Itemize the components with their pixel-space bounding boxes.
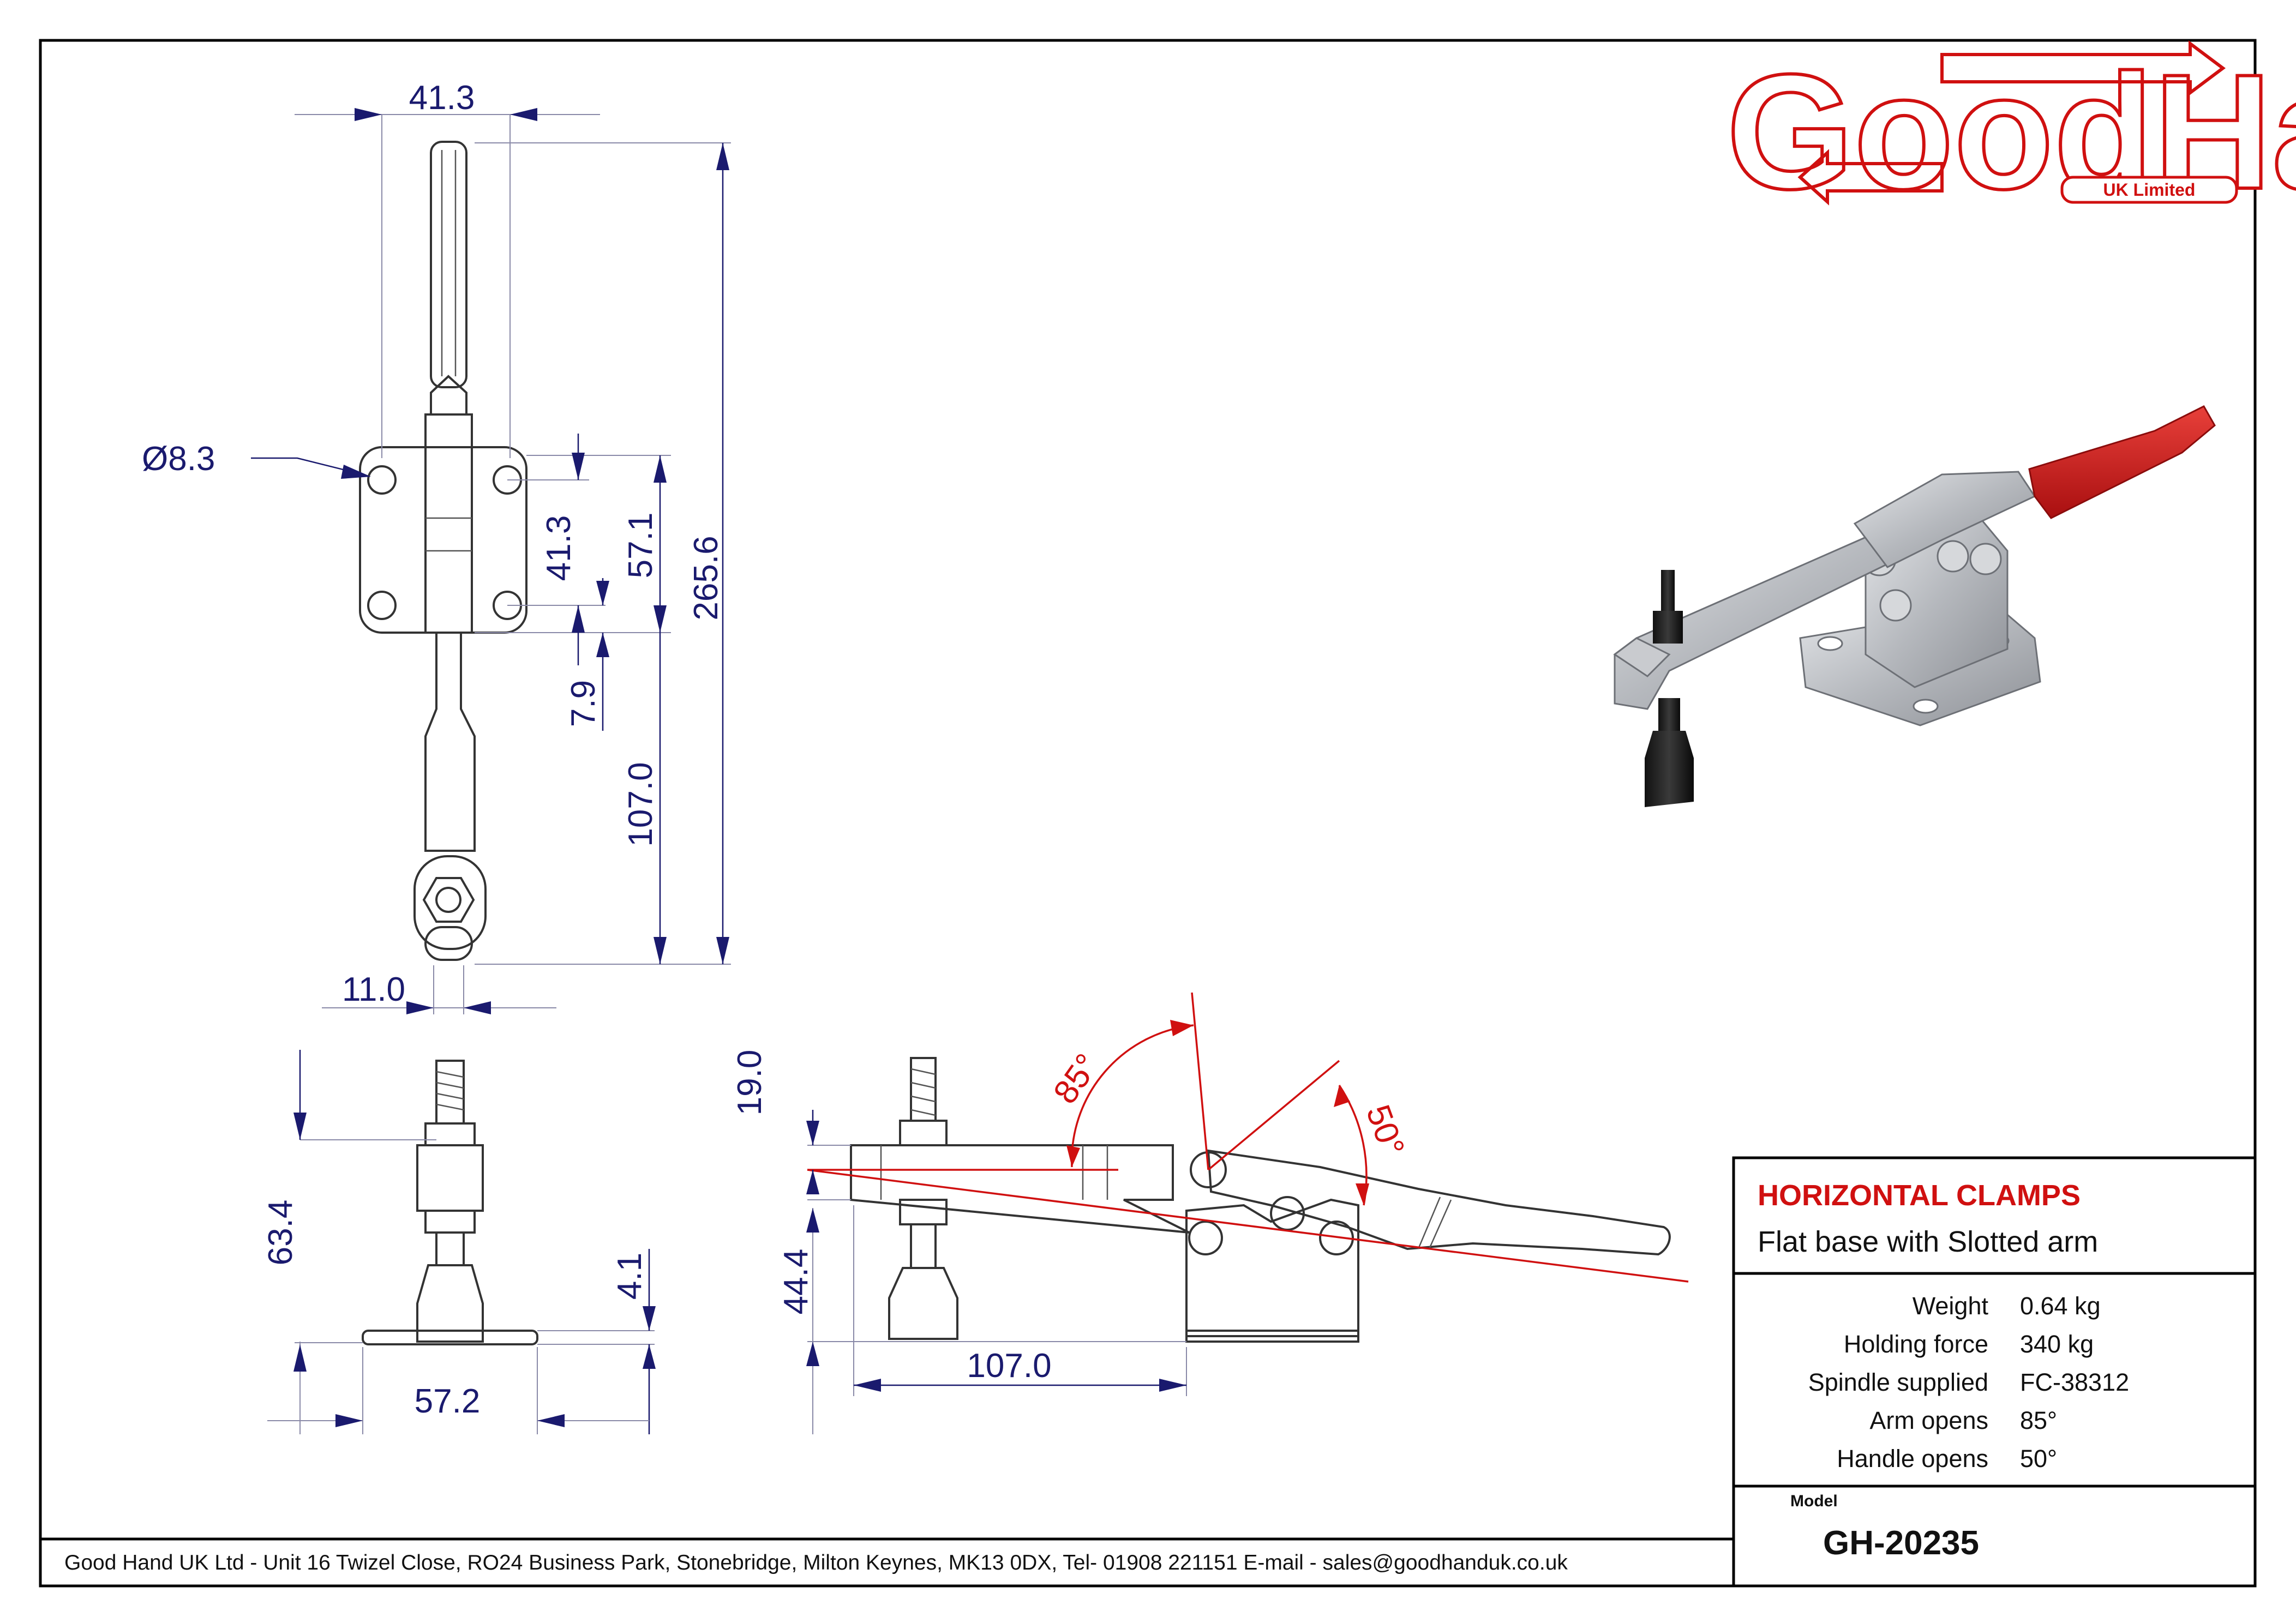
spec-value: 0.64 kg bbox=[2020, 1292, 2101, 1320]
spec-value: FC-38312 bbox=[2020, 1368, 2129, 1396]
title-block: HORIZONTAL CLAMPS Flat base with Slotted… bbox=[1732, 1156, 2257, 1588]
top-view: 41.3 Ø8.3 265.6 57.1 41.3 7.9 bbox=[142, 79, 731, 1014]
front-view: 63.4 4.1 57.2 bbox=[262, 1050, 656, 1434]
dim-arm-height: 19.0 bbox=[731, 1050, 769, 1116]
product-category-title: HORIZONTAL CLAMPS bbox=[1758, 1179, 2081, 1212]
angle-arm: 85° bbox=[1046, 1047, 1106, 1110]
dim-hole-diameter: Ø8.3 bbox=[142, 440, 215, 478]
side-view: 85° 50° 19.0 44.4 107.0 bbox=[731, 992, 1689, 1434]
mount-hole bbox=[367, 591, 397, 620]
dim-base-thickness: 4.1 bbox=[611, 1253, 649, 1300]
dim-overall-length: 265.6 bbox=[687, 536, 725, 620]
model-label: Model bbox=[1790, 1492, 1838, 1510]
dim-tip-width: 11.0 bbox=[342, 971, 405, 1008]
product-render bbox=[1613, 405, 2216, 807]
dim-spindle-height: 63.4 bbox=[262, 1200, 299, 1266]
company-address: Good Hand UK Ltd - Unit 16 Twizel Close,… bbox=[64, 1551, 1568, 1574]
dim-offset: 7.9 bbox=[565, 680, 602, 727]
mount-hole bbox=[367, 465, 397, 495]
spec-label: Weight bbox=[1913, 1292, 1989, 1320]
angle-handle: 50° bbox=[1359, 1100, 1412, 1161]
spec-value: 50° bbox=[2020, 1445, 2057, 1472]
dim-top-width: 41.3 bbox=[409, 79, 475, 117]
spec-label: Handle opens bbox=[1837, 1445, 1988, 1472]
dim-hole-spacing: 41.3 bbox=[540, 515, 578, 581]
dim-reach: 107.0 bbox=[622, 762, 660, 846]
logo-subtitle: UK Limited bbox=[2103, 180, 2196, 200]
product-subtitle: Flat base with Slotted arm bbox=[1758, 1225, 2098, 1258]
dim-base-width: 57.2 bbox=[415, 1382, 481, 1420]
outer-border bbox=[39, 39, 2257, 1588]
dim-pivot-height: 44.4 bbox=[777, 1249, 815, 1315]
spec-value: 340 kg bbox=[2020, 1330, 2094, 1358]
spec-label: Arm opens bbox=[1869, 1406, 1988, 1434]
spec-label: Spindle supplied bbox=[1808, 1368, 1988, 1396]
dim-base-length: 57.1 bbox=[622, 513, 660, 579]
model-number: GH-20235 bbox=[1823, 1524, 1979, 1562]
spec-value: 85° bbox=[2020, 1406, 2057, 1434]
spec-label: Holding force bbox=[1844, 1330, 1988, 1358]
dim-side-reach: 107.0 bbox=[967, 1347, 1051, 1385]
